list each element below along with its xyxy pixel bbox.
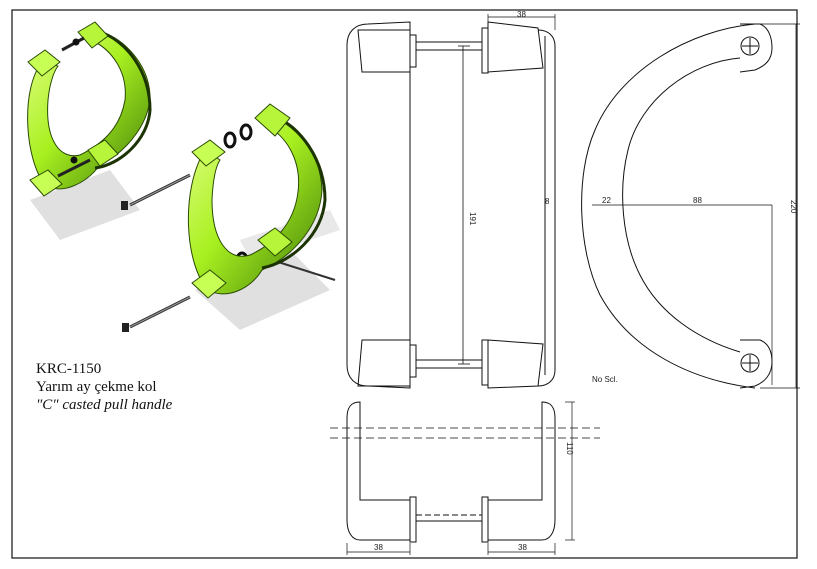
dim-side-offset: 22 — [602, 196, 611, 205]
front-view — [346, 14, 556, 389]
dim-bottom-depth: 110 — [565, 442, 574, 455]
isometric-exploded-view — [27, 21, 340, 332]
product-name-tr: Yarım ay çekme kol — [36, 379, 157, 395]
dim-front-height: 191 — [468, 212, 477, 226]
product-caption: KRC-1150 Yarım ay çekme kol "C" casted p… — [36, 360, 172, 414]
dim-side-depth: 88 — [693, 196, 702, 205]
product-name-en: "C" casted pull handle — [36, 397, 173, 413]
dim-bottom-left-width: 38 — [374, 543, 383, 552]
dim-front-thickness: 8 — [545, 197, 550, 206]
handle-3d-front — [187, 103, 327, 299]
scale-note: No Scl. — [592, 375, 618, 384]
bottom-view — [330, 401, 600, 555]
handle-3d-rear — [27, 21, 152, 197]
sheet-border — [11, 9, 798, 559]
dim-bottom-right-width: 38 — [518, 543, 527, 552]
dim-front-top-width: 38 — [517, 10, 526, 19]
dim-side-height: 220 — [789, 200, 798, 214]
product-code: KRC-1150 — [36, 361, 102, 377]
side-view — [581, 23, 800, 389]
